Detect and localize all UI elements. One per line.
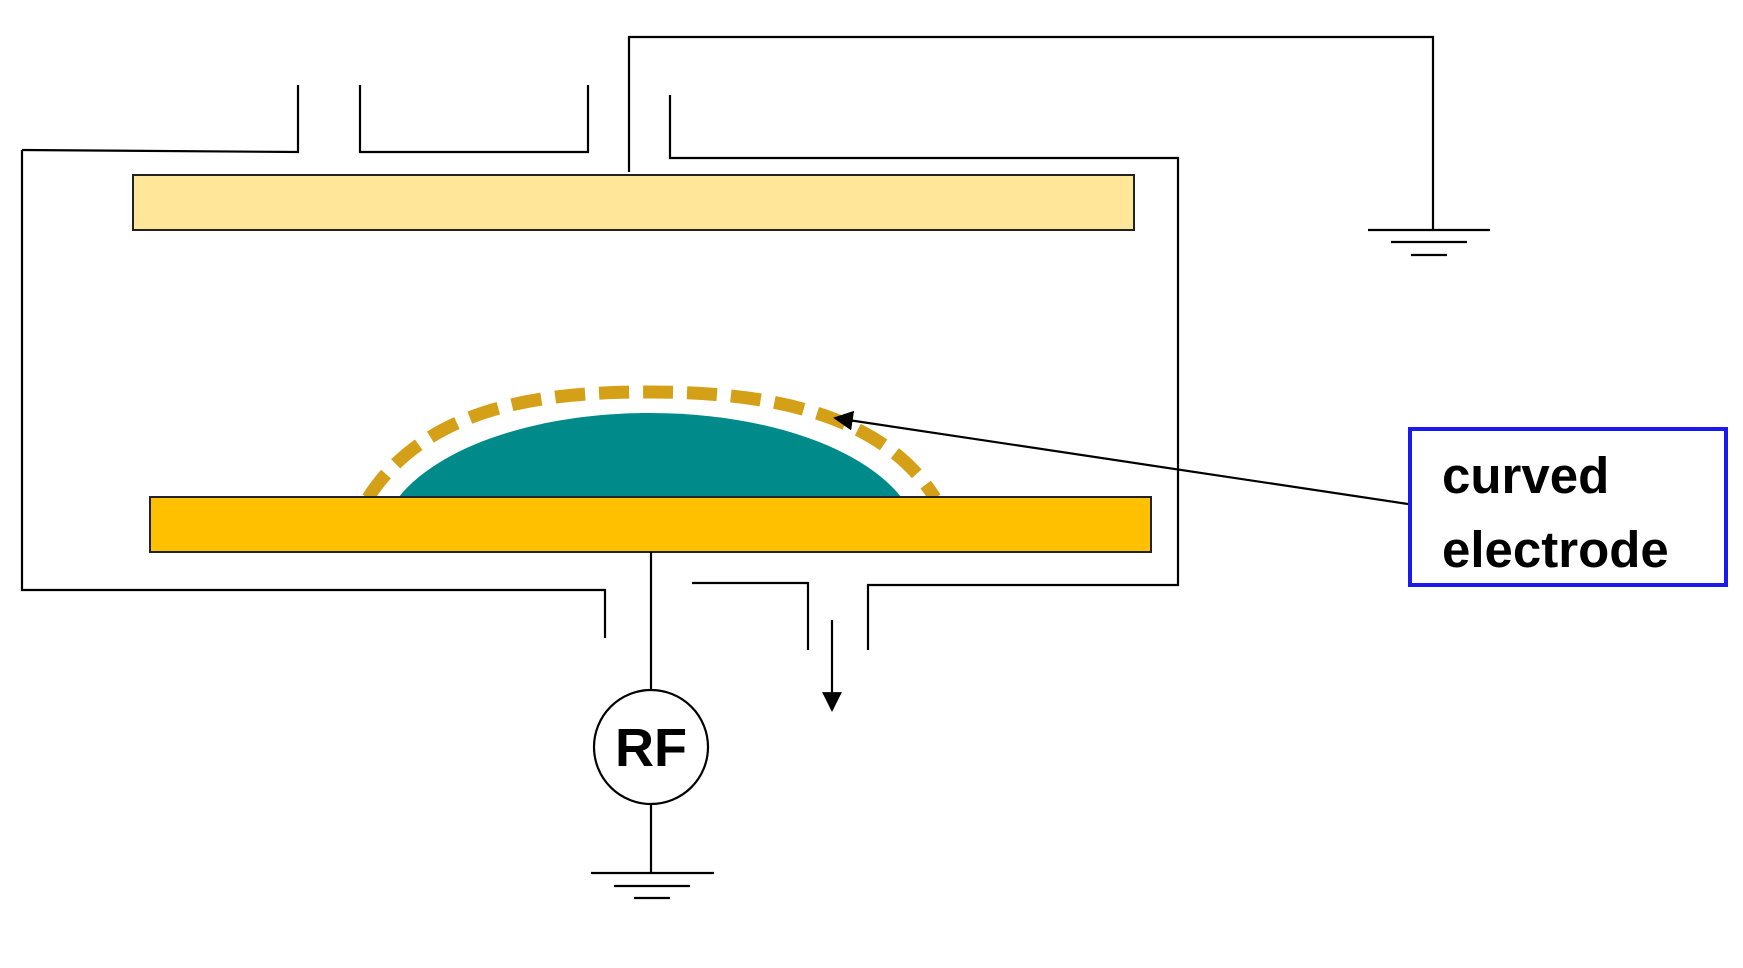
top-electrode-ground-wire [627, 35, 1435, 230]
label-line-1: curved [1442, 447, 1610, 504]
exhaust-pipe-inner-wall [692, 581, 810, 650]
top-electrode [132, 174, 1135, 231]
bottom-electrode [149, 496, 1152, 553]
substrate-dome [398, 413, 902, 498]
chamber-left-wall [20, 150, 607, 638]
curved-electrode-label-box: curved electrode [1408, 427, 1728, 587]
ground-icon [591, 871, 714, 900]
label-leader-arrow [833, 410, 1409, 506]
rf-label: RF [615, 718, 687, 778]
curved-electrode [362, 385, 941, 502]
chamber-top-right-wall [668, 95, 1180, 650]
chamber-top-left-wall [21, 85, 300, 154]
rf-source: RF [592, 688, 710, 806]
label-line-2: electrode [1442, 521, 1669, 578]
ground-icon [1368, 228, 1490, 257]
gas-inlet-pipe [358, 85, 590, 154]
